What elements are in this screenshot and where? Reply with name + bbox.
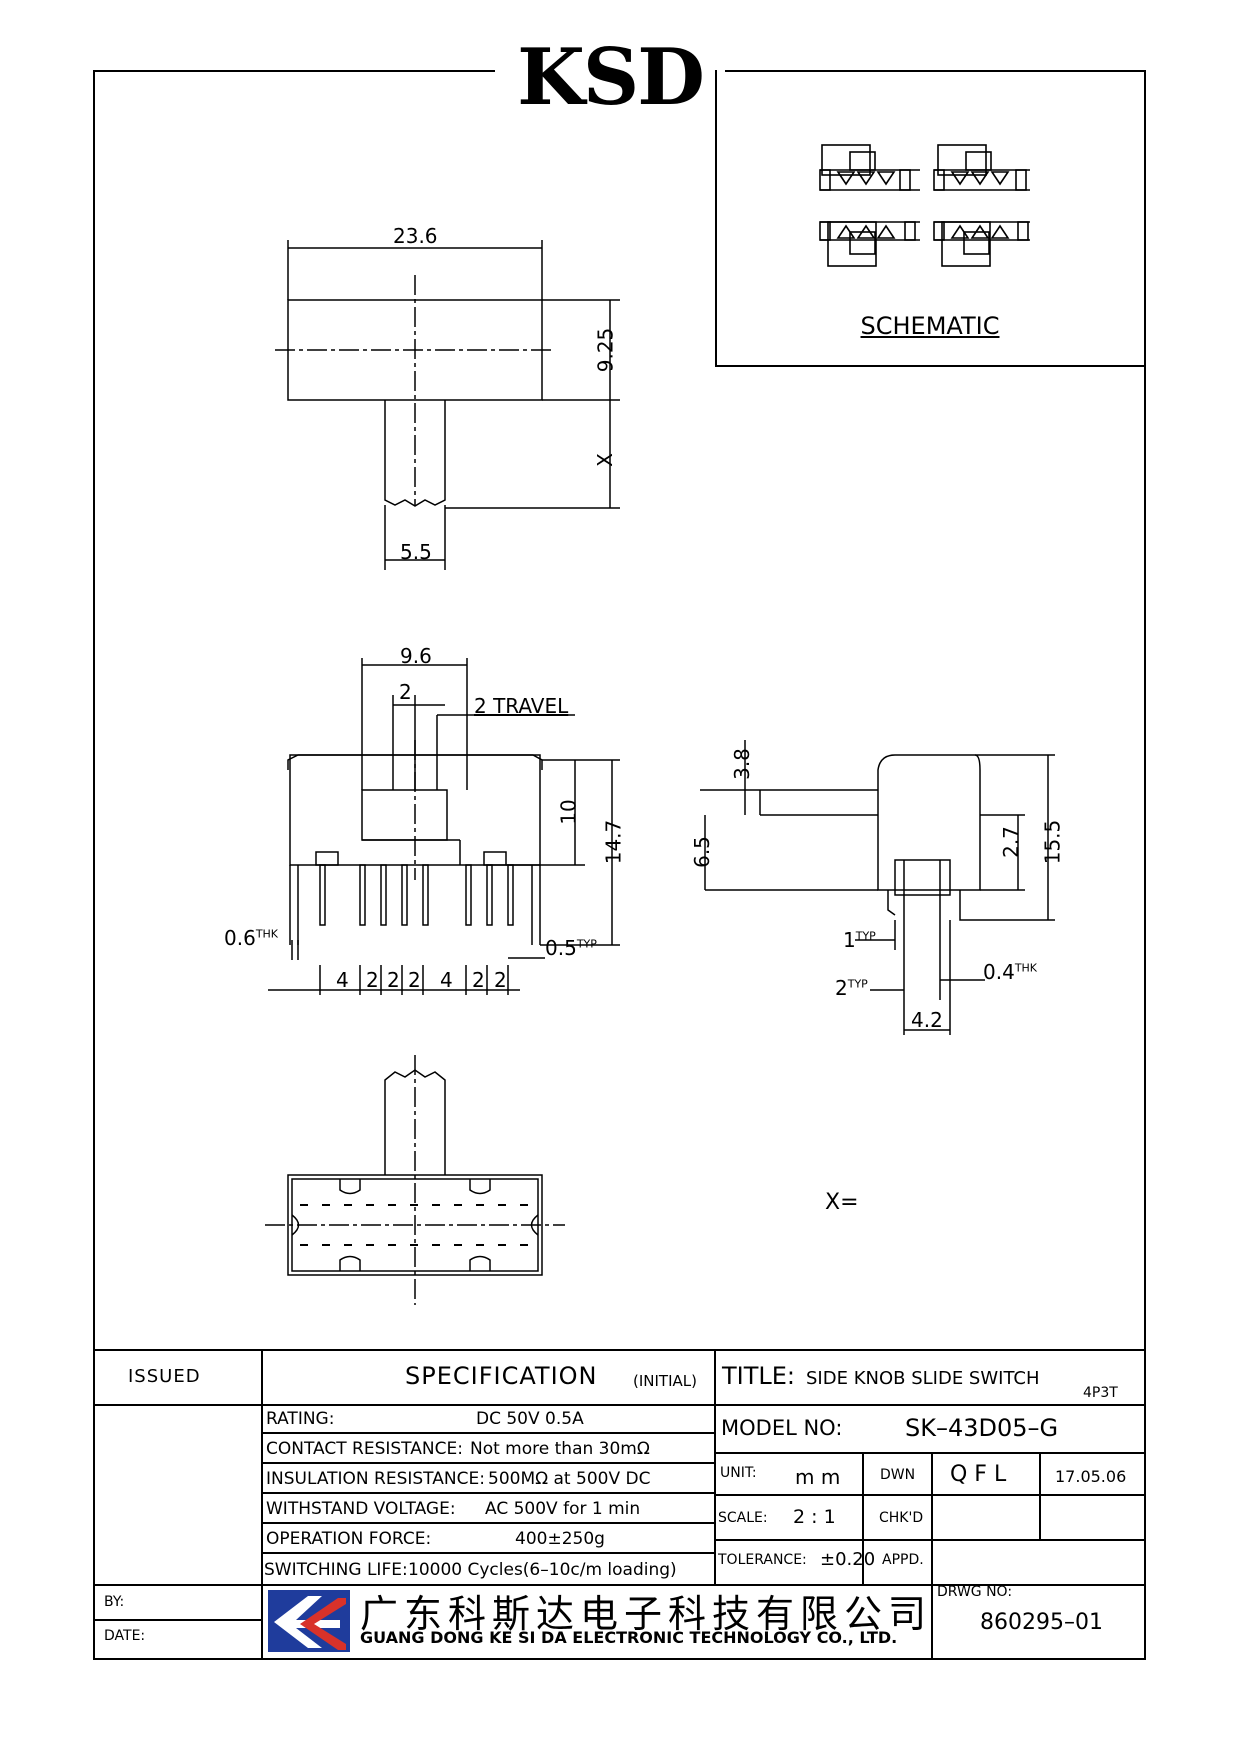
dim-side-typ2-value: 2 [835, 976, 848, 1000]
dim-pin: 0.5TYP [545, 936, 597, 960]
dim-width: 23.6 [393, 224, 438, 248]
scale-value: 2 : 1 [793, 1506, 836, 1528]
unit-label: UNIT: [720, 1465, 757, 1481]
dim-spacing-1: 2 [366, 968, 379, 992]
dim-spacing-4: 4 [440, 968, 453, 992]
dim-side-d2: 6.5 [689, 836, 714, 868]
spec-force-label: OPERATION FORCE: [266, 1529, 432, 1549]
title-value: SIDE KNOB SLIDE SWITCH [806, 1368, 1040, 1389]
dim-pin-value: 0.5 [545, 936, 577, 960]
spec-life-value: 10000 Cycles(6–10c/m loading) [408, 1560, 677, 1580]
dim-knob: 2 [399, 680, 412, 704]
tolerance-value: ±0.20 [820, 1549, 876, 1570]
spec-life-label: SWITCHING LIFE: [264, 1560, 408, 1580]
drwg-value: 860295–01 [980, 1610, 1103, 1635]
issued-label: ISSUED [128, 1366, 201, 1387]
side-view [700, 740, 1055, 1035]
dim-spacing-3: 2 [408, 968, 421, 992]
dim-spacing-2: 2 [387, 968, 400, 992]
dim-pin-sup: TYP [576, 937, 597, 951]
scale-label: SCALE: [718, 1510, 768, 1526]
dim-side-typ2: 2TYP [835, 976, 868, 1000]
drwg-label: DRWG NO: [937, 1584, 1013, 1600]
spec-insulation-label: INSULATION RESISTANCE: [266, 1469, 485, 1489]
dim-thk-sup: THK [255, 927, 279, 941]
dim-side-typ2-sup: TYP [847, 977, 868, 991]
schematic-label: SCHEMATIC [860, 312, 1000, 340]
dim-side-d4: 15.5 [1040, 819, 1065, 865]
dim-side-d1: 3.8 [729, 748, 754, 780]
date-value: 17.05.06 [1055, 1467, 1127, 1486]
initial-label: (INITIAL) [633, 1372, 697, 1390]
company-name-cn: 广东科斯达电子科技有限公司 [360, 1592, 933, 1636]
spec-withstand-value: AC 500V for 1 min [485, 1499, 641, 1519]
dim-h2: 14.7 [601, 819, 626, 865]
dim-side-width: 4.2 [911, 1008, 943, 1032]
dim-body-height: 9.25 [593, 327, 618, 373]
title-block-grid [93, 1349, 1146, 1660]
front-view [268, 658, 620, 995]
spec-insulation-value: 500MΩ at 500V DC [488, 1469, 651, 1489]
tolerance-label: TOLERANCE: [718, 1552, 807, 1568]
company-logo-icon [268, 1590, 350, 1652]
dim-spacing-5: 2 [472, 968, 485, 992]
spec-rating-label: RATING: [266, 1409, 335, 1429]
dim-side-typ1-sup: TYP [855, 929, 876, 943]
appd-label: APPD. [882, 1552, 924, 1568]
schematic-symbols [819, 144, 1030, 267]
x-value: X= [825, 1190, 859, 1215]
dim-side-d3: 2.7 [998, 826, 1023, 858]
bottom-view [265, 1055, 565, 1305]
chkd-label: CHK'D [879, 1510, 924, 1526]
title-label: TITLE: [722, 1362, 796, 1390]
dim-side-thk-sup: THK [1014, 961, 1038, 975]
schematic-box [715, 70, 1146, 367]
unit-value: m m [795, 1465, 841, 1489]
title-suffix: 4P3T [1083, 1385, 1118, 1401]
dim-pitch-total: 9.6 [400, 644, 432, 668]
dim-thk-value: 0.6 [224, 926, 256, 950]
pins [319, 864, 514, 926]
model-value: SK–43D05–G [905, 1414, 1059, 1442]
spec-contact-value: Not more than 30mΩ [470, 1439, 650, 1459]
specification-label: SPECIFICATION [405, 1362, 598, 1390]
dim-side-thk: 0.4THK [983, 960, 1037, 984]
dwn-label: DWN [880, 1467, 916, 1483]
dim-thk: 0.6THK [224, 926, 278, 950]
dim-side-thk-value: 0.4 [983, 960, 1015, 984]
ksd-logo: KSD [495, 38, 725, 118]
dim-h1: 10 [556, 799, 581, 825]
dim-travel: 2 TRAVEL [474, 694, 569, 718]
company-name-en: GUANG DONG KE SI DA ELECTRONIC TECHNOLOG… [360, 1628, 898, 1647]
dim-spacing-6: 2 [494, 968, 507, 992]
dim-x: X [592, 453, 617, 467]
dwn-value: Q F L [950, 1462, 1007, 1487]
spec-contact-label: CONTACT RESISTANCE: [266, 1439, 463, 1459]
dim-side-typ1: 1TYP [843, 928, 876, 952]
dim-side-typ1-value: 1 [843, 928, 856, 952]
spec-rating-value: DC 50V 0.5A [476, 1409, 584, 1429]
model-label: MODEL NO: [721, 1416, 843, 1440]
dim-spacing-0: 4 [336, 968, 349, 992]
top-view [275, 240, 620, 570]
spec-force-value: 400±250g [515, 1529, 605, 1549]
date-label: DATE: [104, 1628, 146, 1644]
spec-withstand-label: WITHSTAND VOLTAGE: [266, 1499, 456, 1519]
by-label: BY: [104, 1594, 125, 1610]
dim-knob-width: 5.5 [400, 540, 432, 564]
